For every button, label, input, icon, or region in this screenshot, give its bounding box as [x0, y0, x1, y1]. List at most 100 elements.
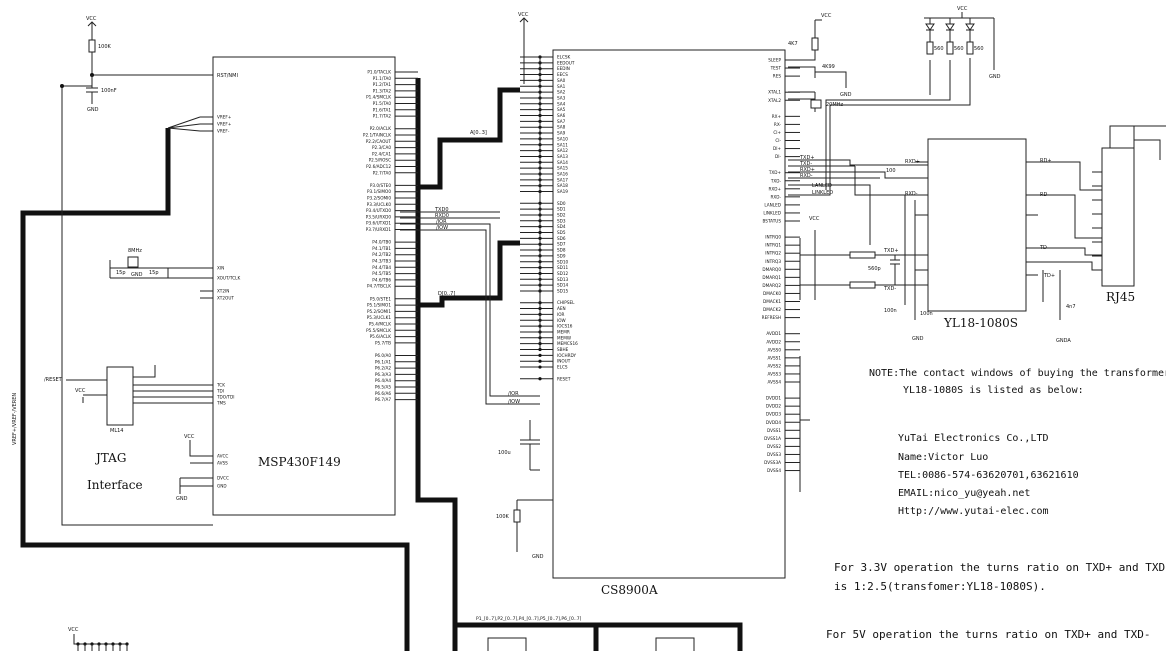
eth-right-pin-label: LINKLED — [763, 210, 781, 215]
mcu-pin-label: P2.6/ADC12 — [366, 164, 391, 169]
mcu-left-pin-label: XOUT/TCLK — [217, 276, 240, 281]
transformer-chip — [927, 138, 1027, 312]
gnd-label-tx: GND — [912, 336, 924, 342]
note-email: EMAIL:nico_yu@yeah.net — [898, 488, 1030, 499]
mcu-pin-label: P1.7/TA2 — [373, 114, 392, 119]
eth-pin-label: MEMCS16 — [557, 341, 578, 346]
mcu-pin-label: P4.3/TB3 — [372, 259, 391, 264]
vcc-reset-arrow — [87, 21, 97, 30]
eth-pin-label: SD0 — [557, 201, 566, 206]
eth-pin-label: RESET — [557, 376, 571, 381]
mcu-crystal-wires — [109, 260, 213, 279]
eth-pin-label: SA9 — [557, 131, 566, 136]
bus-bottom — [455, 622, 743, 651]
eth-pin-label: SD3 — [557, 218, 566, 223]
gnd-label-led: GND — [989, 74, 1001, 80]
transformer-to-rj45 — [1026, 161, 1102, 320]
mcu-left-pin-label: VREF+ — [217, 122, 232, 127]
gnd-label-mcu: GND — [176, 496, 188, 502]
cap-100nf — [86, 75, 98, 104]
crystal-8mhz — [127, 256, 139, 268]
eth-pin-label: SA8 — [557, 125, 566, 130]
lanled-label: LANLED — [812, 183, 832, 189]
eth-pin-label: SD15 — [557, 289, 569, 294]
eth-right-pin-label: TXD+ — [768, 170, 782, 175]
resistor-100k-eth — [513, 509, 521, 523]
led-resistor-label: 560 — [934, 46, 944, 52]
txdm-label: TXD- — [799, 161, 812, 167]
jtag-title: JTAG — [94, 451, 126, 465]
txdm-net-label: TXD- — [883, 286, 896, 292]
eth-right-pin-label: RXD- — [770, 194, 781, 199]
rxdm-label: RXD- — [800, 173, 813, 179]
mcu-pin-label: P6.0/A0 — [375, 353, 391, 358]
resistor-4k7 — [811, 37, 819, 51]
eth-right-pin-list: SLEEPTESTRESXTAL1XTAL2RX+RX-CI+CI-DI+DI-… — [762, 58, 816, 492]
bus-data — [418, 240, 520, 308]
crystal-8mhz-label: 8MHz — [128, 248, 142, 254]
mcu-left-pin-label: XIN — [217, 266, 224, 271]
eth-pin-label: EEDOUT — [557, 60, 575, 65]
jtag-subtitle: Interface — [87, 478, 143, 492]
mcu-pin-label: P4.2/TB2 — [372, 252, 391, 257]
mcu-pin-label: P1.4/SMCLK — [366, 95, 391, 100]
mcu-left-pin-label: TCK — [216, 383, 225, 388]
eth-pin-label: SA3 — [557, 95, 566, 100]
eth-pin-junction — [538, 353, 542, 357]
mcu-pin-label: P4.0/TB0 — [372, 240, 391, 245]
gnd-label-eth: GND — [532, 554, 544, 560]
eth-top-right-wires — [788, 19, 847, 88]
mcu-pin-label: P3.3/UCLK0 — [367, 202, 392, 207]
jtag-reset-label: /RESET — [44, 377, 63, 383]
mcu-pin-label: P5.7/TB — [375, 340, 391, 345]
eth-right-pin-label: DMACK2 — [763, 307, 781, 312]
mcu-pin-label: P3.5/URXD0 — [366, 214, 392, 219]
vref-wires — [167, 116, 201, 132]
mcu-pin-label: P5.3/UCLK1 — [367, 315, 392, 320]
eth-pin-label: SA1 — [557, 84, 566, 89]
eth-pin-label: EECS — [557, 72, 568, 77]
mcu-pin-label: P2.0/ACLK — [370, 126, 392, 131]
mcu-left-pin-label: GND — [217, 484, 227, 489]
eth-pin-label: SD2 — [557, 212, 566, 217]
mcu-pin-label: P1.5/TA0 — [373, 101, 392, 106]
note-company: YuTai Electronics Co.,LTD — [898, 433, 1049, 444]
resistor-4k7-label: 4K7 — [788, 41, 798, 47]
note-line1: NOTE:The contact windows of buying the t… — [869, 368, 1166, 379]
eth-pin-label: SD11 — [557, 265, 569, 270]
mcu-pin-label: P3.4/UTXD0 — [366, 208, 391, 213]
iow-label: /IOW — [436, 225, 448, 231]
mcu-left-pin-label: XT2OUT — [217, 296, 234, 301]
mcu-pin-label: P3.1/SIMO0 — [367, 189, 391, 194]
eth-pin-label: IOR — [557, 312, 565, 317]
eth-pin-label: MEMW — [557, 335, 571, 340]
rj45-jack — [1101, 147, 1135, 287]
rdm-label: RD- — [1040, 192, 1049, 198]
mcu-chip — [212, 56, 396, 516]
eth-reset-network — [516, 420, 553, 552]
led-icon — [945, 18, 955, 42]
note-name: Name:Victor Luo — [898, 452, 988, 463]
eth-chip-label: CS8900A — [601, 583, 658, 597]
mcu-pin-label: P4.6/TB6 — [372, 277, 391, 282]
eth-pin-label: SD14 — [557, 283, 569, 288]
ior-label-eth: /IOR — [508, 391, 519, 397]
mcu-pin-label: P6.3/A3 — [375, 372, 391, 377]
led-resistor-label: 560 — [974, 46, 984, 52]
eth-pin-label: EEDIN — [557, 66, 570, 71]
eth-pin-label: SA4 — [557, 101, 566, 106]
gnda-label: GNDA — [1056, 338, 1071, 344]
led-return-wires — [788, 58, 971, 196]
eth-pin-label: SA6 — [557, 113, 566, 118]
mcu-left-pin-label: AVCC — [217, 454, 228, 459]
resistor-100k-label: 100K — [98, 44, 112, 50]
eth-left-pin-list: ELCSKEEDOUTEEDINEECSSA0SA1SA2SA3SA4SA5SA… — [520, 55, 578, 381]
rxdm-net-label: RXD- — [905, 191, 918, 197]
eth-right-pin-label: DMACK0 — [763, 291, 781, 296]
junction-rst-left — [60, 84, 64, 88]
eth-pin-label: SD12 — [557, 271, 569, 276]
tdp-label: TD+ — [1043, 273, 1055, 279]
eth-right-pin-label: RES — [773, 74, 782, 79]
eth-pin-label: SA17 — [557, 177, 568, 182]
eth-pin-label: SA18 — [557, 183, 568, 188]
